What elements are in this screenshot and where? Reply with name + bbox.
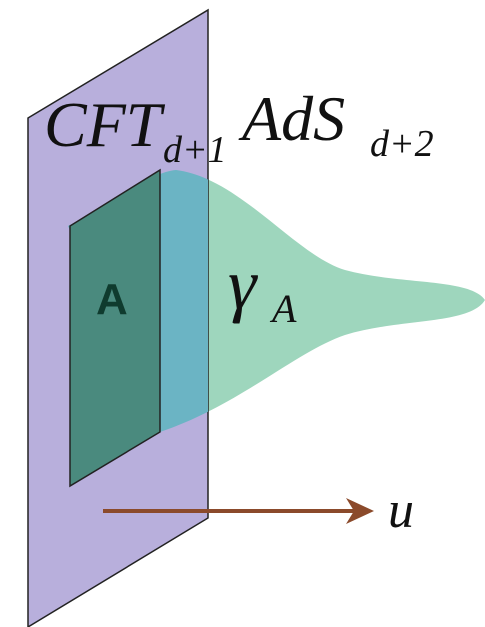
- region-a-label: A: [96, 275, 128, 324]
- region-a: [69, 168, 161, 488]
- ads-label-sub: d+2: [370, 123, 434, 165]
- u-arrow-head: [346, 498, 374, 524]
- surface-plane-overlap: [68, 170, 208, 432]
- cft-subscript: d+1: [163, 129, 227, 171]
- cft-label-main: CFT: [44, 89, 166, 160]
- ads-subscript: d+2: [370, 123, 434, 165]
- cft-label: CFT: [44, 89, 166, 160]
- cft-label-sub: d+1: [163, 129, 227, 171]
- u-label: u: [388, 482, 414, 539]
- gamma-subscript: A: [269, 286, 297, 331]
- ads-label-main: AdS: [238, 83, 345, 154]
- gamma-label: γ: [228, 244, 258, 324]
- ads-label: AdS: [238, 83, 345, 154]
